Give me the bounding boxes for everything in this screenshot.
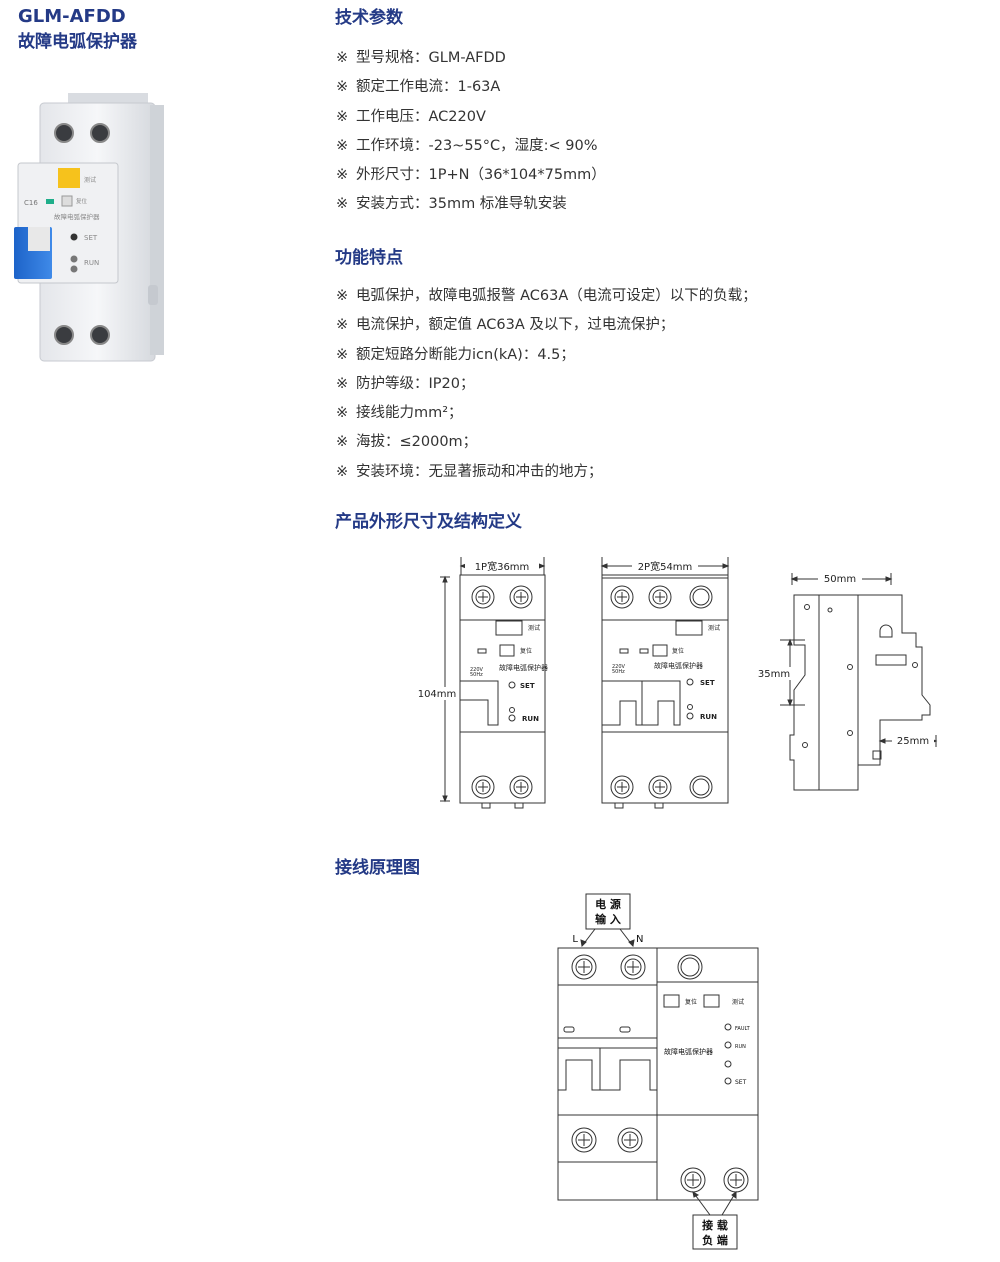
tech-item: ※型号规格：GLM-AFDD [336, 50, 506, 66]
dim-run-label: RUN [700, 713, 717, 721]
dim-voltage-label: 220V [612, 664, 626, 670]
dim-rail: 35mm [758, 669, 790, 680]
wiring-diagram: 电 源 输 入 L N 复位 测试 FAULT RUN 故障电弧保护器 SET … [557, 893, 759, 1250]
features-list: ※电弧保护，故障电弧报警 AC63A（电流可设定）以下的负载； ※电流保护，额定… [336, 282, 757, 487]
tech-item: ※额定工作电流：1-63A [336, 79, 501, 96]
dim-name-label: 故障电弧保护器 [499, 663, 548, 672]
load-terminal-label-2: 负 端 [702, 1233, 728, 1247]
tech-list: ※型号规格：GLM-AFDD ※额定工作电流：1-63A ※工作电压：AC220… [336, 44, 606, 220]
terminal-screw-icon [571, 954, 749, 1193]
dim-height: 104mm [418, 689, 457, 700]
terminal-screw-icon [610, 585, 713, 799]
dim-voltage-label: 220V [470, 667, 484, 673]
load-terminal-label: 接 载 [702, 1218, 728, 1232]
device-name-label: 故障电弧保护器 [664, 1047, 713, 1056]
tech-item: ※安装方式：35mm 标准导轨安装 [336, 196, 567, 213]
drawing-side-view: 50mm 35mm 25mm [754, 572, 938, 791]
tech-item: ※工作环境：-23~55°C，湿度:< 90% [336, 137, 598, 154]
product-photo: 测试 C16 复位 故障电弧保护器 SET RUN [14, 93, 164, 362]
photo-set-label: SET [84, 234, 98, 242]
dim-freq-label: 50Hz [470, 672, 483, 678]
dim-2p-width: 2P宽54mm [638, 560, 693, 573]
dim-run-label: RUN [522, 715, 539, 723]
dim-freq-label: 50Hz [612, 669, 625, 675]
photo-reset-label: 复位 [76, 197, 88, 205]
dim-set-label: SET [520, 682, 535, 690]
dim-1p-width: 1P宽36mm [475, 560, 530, 573]
photo-name-label: 故障电弧保护器 [54, 212, 100, 221]
dim-set-label: SET [700, 679, 715, 687]
photo-rating: C16 [24, 199, 38, 207]
power-input-label: 电 源 [595, 897, 621, 911]
tech-item: ※工作电压：AC220V [336, 108, 486, 125]
test-label: 测试 [732, 998, 744, 1006]
feature-item: ※安装环境：无显著振动和冲击的地方； [336, 463, 603, 480]
feature-item: ※接线能力mm²； [336, 405, 463, 422]
feature-item: ※海拔：≤2000m； [336, 434, 478, 451]
dim-side-width: 50mm [824, 574, 856, 585]
drawing-2p: 2P宽54mm 测试 复位 故障电弧保护器 220V 50Hz SET RUN [600, 557, 730, 809]
feature-item: ※电流保护，额定值 AC63A 及以下，过电流保护； [336, 317, 675, 334]
line-N-label: N [636, 934, 643, 945]
feature-item: ※防护等级：IP20； [336, 375, 475, 392]
tech-title: 技术参数 [335, 8, 403, 28]
dim-test-label: 测试 [708, 624, 720, 632]
wiring-title: 接线原理图 [335, 858, 420, 878]
product-code: GLM-AFDD [18, 6, 126, 27]
line-L-label: L [572, 934, 578, 945]
dims-title: 产品外形尺寸及结构定义 [335, 512, 522, 532]
set-label: SET [735, 1079, 747, 1086]
power-input-label-2: 输 入 [595, 912, 621, 926]
photo-test-label: 测试 [84, 176, 96, 184]
terminal-screw-icon [471, 585, 533, 799]
dim-reset-label: 复位 [520, 647, 532, 655]
drawing-1p: 1P宽36mm 104mm 测试 复位 故障电弧保护器 220V 50Hz SE… [418, 557, 548, 809]
dim-name-label: 故障电弧保护器 [654, 661, 703, 670]
dimension-drawings: 1P宽36mm 104mm 测试 复位 故障电弧保护器 220V 50Hz SE… [418, 557, 938, 809]
photo-run-label: RUN [84, 259, 99, 267]
fault-label: FAULT [735, 1026, 751, 1032]
feature-item: ※电弧保护，故障电弧报警 AC63A（电流可设定）以下的负载； [336, 288, 757, 304]
run-label: RUN [735, 1044, 746, 1050]
dim-test-label: 测试 [528, 624, 540, 632]
features-title: 功能特点 [335, 248, 403, 268]
feature-item: ※额定短路分断能力icn(kA)：4.5； [336, 346, 575, 363]
dim-depth: 25mm [897, 736, 929, 747]
reset-label: 复位 [685, 998, 697, 1006]
tech-item: ※外形尺寸：1P+N（36*104*75mm） [336, 167, 606, 184]
dim-reset-label: 复位 [672, 647, 684, 655]
product-name: 故障电弧保护器 [18, 32, 137, 52]
